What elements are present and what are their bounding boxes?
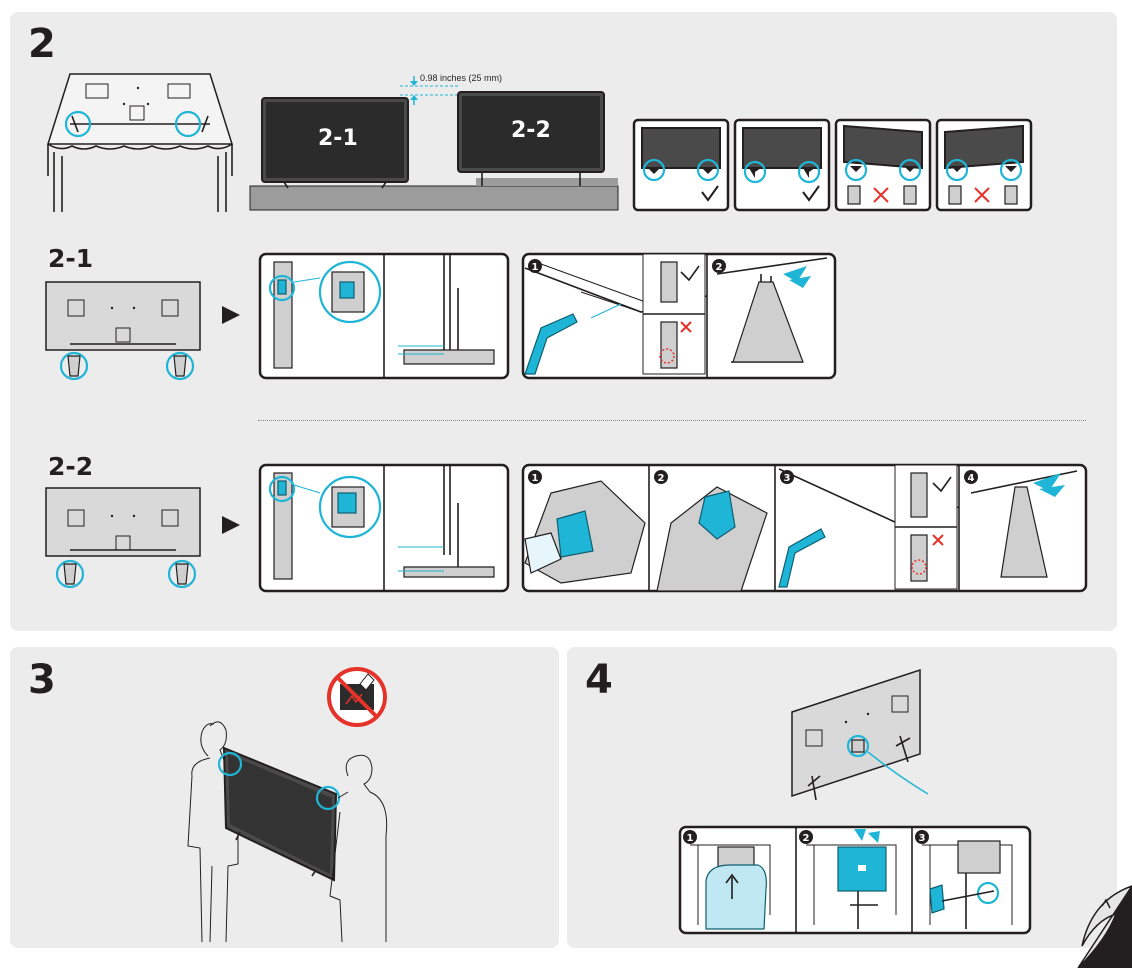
substep-2-2-1: 1 — [532, 473, 539, 484]
play-arrow-icon-2 — [222, 516, 240, 534]
tv-back-cable-cover — [791, 668, 929, 801]
substep-2-1-1: 1 — [532, 262, 539, 273]
substep-2-2-3: 3 — [784, 473, 791, 484]
gap-label: 0.98 inches (25 mm) — [420, 73, 503, 83]
cable-steps-4: 1 2 3 — [678, 825, 1032, 935]
step-2-number: 2 — [28, 21, 56, 67]
step-3-number: 3 — [28, 657, 56, 703]
option-wrong-2 — [935, 118, 1033, 212]
substep-4-1: 1 — [687, 833, 694, 844]
stand-detail-2-2 — [258, 463, 510, 593]
substep-2-1-label: 2-1 — [48, 244, 94, 273]
substep-4-2: 2 — [803, 833, 810, 844]
assembly-2-1: 1 2 — [521, 252, 837, 380]
no-touch-screen-icon — [327, 667, 387, 727]
step-4-number: 4 — [585, 657, 613, 703]
option-correct-1 — [632, 118, 730, 212]
section-divider — [258, 420, 1086, 421]
substep-2-2-label: 2-2 — [48, 452, 94, 481]
tv-label-2-1: 2-1 — [318, 126, 358, 151]
substep-2-1-2: 2 — [716, 262, 723, 273]
table-with-cloth-illustration — [46, 73, 234, 212]
tv-back-2-2 — [45, 487, 201, 589]
tv-size-comparison — [249, 91, 619, 211]
option-wrong-1 — [834, 118, 932, 212]
page-curl-icon[interactable] — [1062, 885, 1132, 968]
stand-options — [632, 118, 1033, 212]
play-arrow-icon — [222, 306, 240, 324]
substep-4-3: 3 — [919, 833, 926, 844]
tv-back-2-1 — [45, 281, 201, 381]
substep-2-2-4: 4 — [968, 473, 975, 484]
stand-detail-2-1 — [258, 252, 510, 380]
option-correct-2 — [733, 118, 831, 212]
gap-indicator — [400, 76, 458, 105]
substep-2-2-2: 2 — [658, 473, 665, 484]
two-people-carrying-tv — [187, 721, 388, 943]
tv-label-2-2: 2-2 — [511, 118, 551, 143]
assembly-2-2: 1 2 3 4 — [521, 463, 1088, 593]
